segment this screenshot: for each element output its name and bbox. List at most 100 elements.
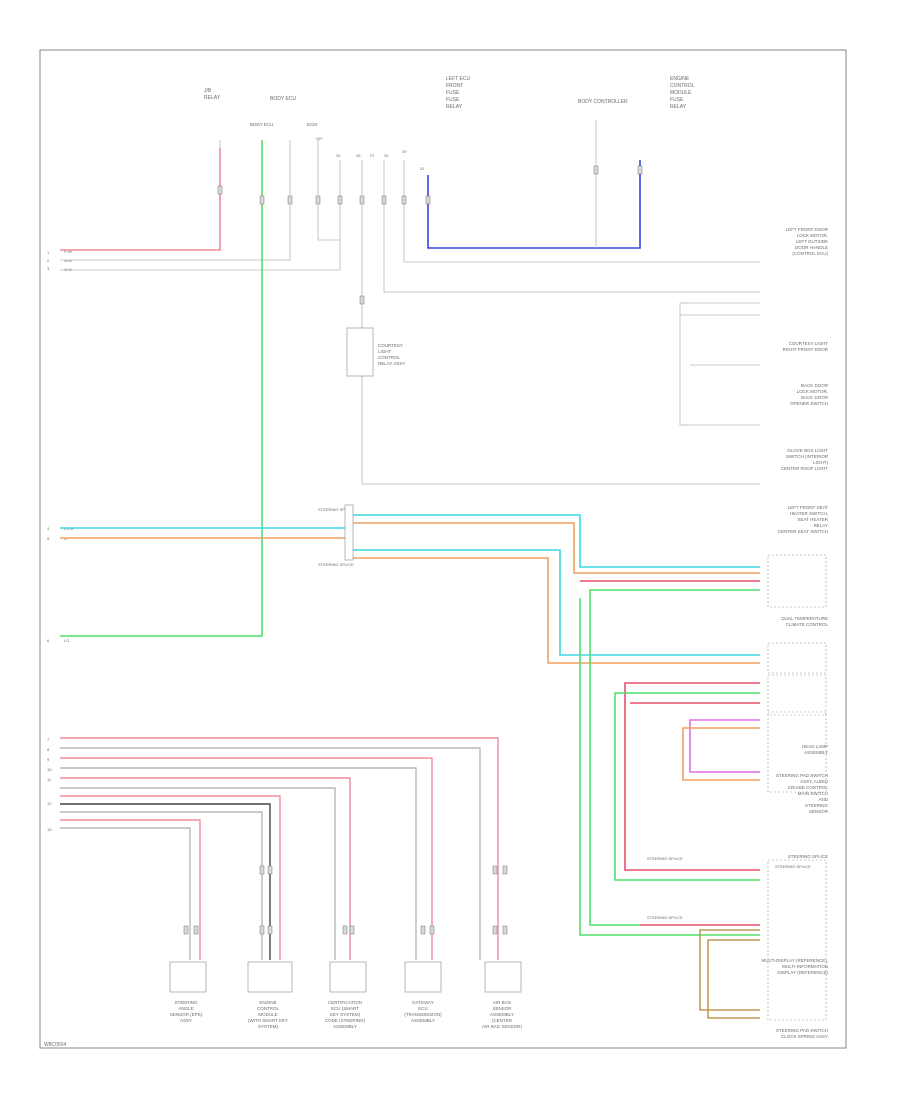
svg-text:STEERING: STEERING	[174, 1000, 198, 1005]
svg-text:DOOR HANDLE: DOOR HANDLE	[795, 245, 828, 250]
svg-text:RELAY: RELAY	[670, 104, 687, 110]
ecm-pin-e: 26	[384, 153, 389, 158]
wire-left-group	[60, 757, 433, 960]
svg-text:6: 6	[47, 638, 50, 643]
wire-tan-2	[707, 939, 760, 1019]
svg-text:SYSTEM): SYSTEM)	[258, 1024, 279, 1029]
top-label-engine-ecu: ENGINE CONTROL MODULE FUSE RELAY	[670, 76, 695, 110]
wire-left-group	[60, 819, 201, 960]
svg-text:ASSEMBLY: ASSEMBLY	[333, 1024, 357, 1029]
svg-text:ASSY, AUDIO: ASSY, AUDIO	[800, 779, 828, 784]
connector-j-b	[217, 185, 223, 195]
svg-text:LIGHT): LIGHT)	[813, 460, 828, 465]
component-box-steering-pad	[767, 711, 827, 793]
wire-blue	[427, 160, 641, 249]
splice-junction	[344, 504, 354, 561]
splice-label: STEERING SPLICE	[775, 864, 811, 869]
ecm-pin-c: 28	[356, 153, 361, 158]
connector-bottom	[492, 925, 498, 935]
ecm-pin-b: 30	[336, 153, 341, 158]
svg-text:FUSE: FUSE	[670, 97, 684, 103]
connector-bottom	[183, 925, 189, 935]
svg-text:12: 12	[47, 801, 52, 806]
svg-text:STEERING SPLICE: STEERING SPLICE	[788, 854, 828, 859]
svg-text:ENGINE: ENGINE	[670, 76, 690, 82]
svg-text:CONTROL: CONTROL	[257, 1006, 279, 1011]
wire-red-r2	[624, 682, 760, 871]
component-bottom-3	[329, 961, 367, 993]
svg-text:W-B: W-B	[64, 267, 72, 272]
svg-text:RELAY ASSY: RELAY ASSY	[378, 361, 405, 366]
svg-text:4: 4	[47, 526, 50, 531]
svg-text:SENSOR (EPS): SENSOR (EPS)	[170, 1012, 203, 1017]
component-box-multi-display	[767, 859, 827, 1021]
wire-green-r3	[614, 692, 760, 881]
svg-text:OPENER SWITCH: OPENER SWITCH	[790, 401, 828, 406]
svg-text:COURTESY LIGHT: COURTESY LIGHT	[789, 341, 829, 346]
svg-text:W-B: W-B	[64, 258, 72, 263]
svg-text:LOCK MOTOR,: LOCK MOTOR,	[797, 389, 828, 394]
ecm-pin-f: 29	[402, 149, 407, 154]
top-label-left-ecu: LEFT ECU FRONT FUSE FUSE RELAY	[446, 76, 470, 110]
wire-left-group	[60, 795, 281, 960]
component-rc10: MULTI-DISPLAY (REFERENCE), MULTI-INFORMA…	[761, 958, 828, 975]
wire-thin	[361, 376, 760, 485]
component-rc3: BACK DOOR LOCK MOTOR, BACK DOOR OPENER S…	[790, 383, 829, 406]
svg-text:CLIMATE CONTROL: CLIMATE CONTROL	[786, 622, 829, 627]
component-rc9: STEERING SPLICE	[788, 854, 828, 859]
svg-text:CONTROL: CONTROL	[378, 355, 400, 360]
svg-text:CERTIFICATION: CERTIFICATION	[328, 1000, 362, 1005]
component-bc5: AIR BAG SENSOR ASSEMBLY (CENTER AIR BAG …	[482, 1000, 523, 1029]
svg-text:P-W: P-W	[64, 249, 72, 254]
svg-text:ASSEMBLY: ASSEMBLY	[804, 750, 828, 755]
wire-pink-top	[60, 148, 221, 251]
svg-text:10: 10	[47, 767, 52, 772]
component-rc4: GLOVE BOX LIGHT SWITCH (INTERIOR LIGHT) …	[781, 448, 829, 471]
svg-text:13: 13	[47, 827, 52, 832]
diagram-border	[39, 49, 847, 1049]
svg-text:(CONTROL ECU): (CONTROL ECU)	[792, 251, 828, 256]
svg-text:CONTROL: CONTROL	[670, 83, 695, 89]
splice-label: STEERING SPLICE	[647, 915, 683, 920]
svg-text:ENGINE: ENGINE	[259, 1000, 276, 1005]
relay-label: COURTESY LIGHT CONTROL RELAY ASSY	[378, 343, 405, 366]
wire-orange-2	[353, 557, 760, 664]
connector-bottom	[259, 865, 265, 875]
component-bottom-2	[247, 961, 293, 993]
conn-label-body: BODY ECU	[250, 122, 273, 127]
svg-text:ASSEMBLY: ASSEMBLY	[411, 1018, 435, 1023]
component-bc3: CERTIFICATION ECU (SMART KEY SYSTEM) COD…	[325, 1000, 366, 1029]
splice-label: STEERING SPLICE	[318, 507, 354, 512]
wire-tan-1	[699, 929, 760, 1011]
wire-thin	[60, 160, 341, 271]
svg-text:AIR BAG: AIR BAG	[493, 1000, 512, 1005]
component-rc11: STEERING PAD SWITCH CLOCK SPRING ASSY	[776, 1028, 828, 1039]
wire-cyan-1	[353, 514, 760, 568]
svg-text:DISPLAY (REFERENCE): DISPLAY (REFERENCE)	[777, 970, 828, 975]
connector-body-2	[315, 195, 321, 205]
connector-bottom	[259, 925, 265, 935]
svg-text:SENSOR: SENSOR	[809, 809, 829, 814]
top-label-body-controller: BODY CONTROLLER	[578, 99, 628, 105]
svg-text:BACK DOOR: BACK DOOR	[801, 383, 829, 388]
wire-thin	[383, 160, 660, 293]
component-rc1: LEFT FRONT DOOR LOCK MOTOR, LEFT OUTSIDE…	[786, 227, 829, 256]
connector-body-1	[287, 195, 293, 205]
connector-bottom	[193, 925, 199, 935]
svg-text:1: 1	[47, 250, 50, 255]
svg-text:(CENTER: (CENTER	[492, 1018, 513, 1023]
svg-text:MULTI-DISPLAY (REFERENCE),: MULTI-DISPLAY (REFERENCE),	[761, 958, 828, 963]
svg-text:LEFT ECU: LEFT ECU	[446, 76, 470, 82]
svg-text:KEY SYSTEM): KEY SYSTEM)	[330, 1012, 361, 1017]
svg-text:LEFT FRONT DOOR: LEFT FRONT DOOR	[786, 227, 829, 232]
svg-text:LIGHT: LIGHT	[378, 349, 392, 354]
component-rc5: LEFT FRONT SEAT HEATER SWITCH, SEAT HEAT…	[778, 505, 829, 534]
svg-text:2: 2	[47, 258, 50, 263]
connector-bottom	[429, 925, 435, 935]
conn-label-ecm: ECM	[307, 122, 317, 127]
connector-ecm-3	[381, 195, 387, 205]
svg-text:BODY CONTROLLER: BODY CONTROLLER	[578, 99, 628, 105]
svg-text:FUSE: FUSE	[446, 90, 460, 96]
svg-text:LEFT OUTSIDE: LEFT OUTSIDE	[796, 239, 828, 244]
